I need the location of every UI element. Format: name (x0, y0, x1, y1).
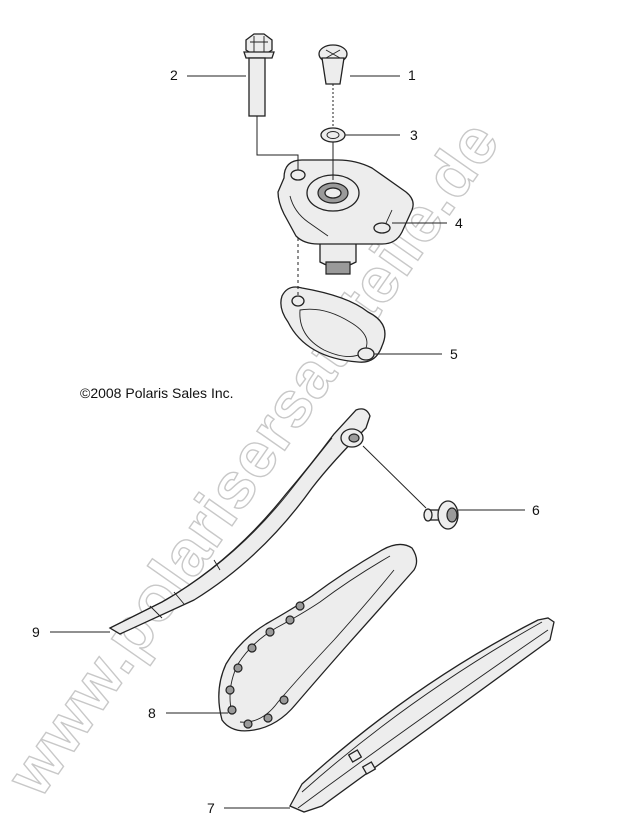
callout-9: 9 (32, 624, 40, 640)
part-timing-chain (218, 543, 418, 732)
callout-7: 7 (207, 800, 215, 816)
callout-labels: 2 1 3 4 5 6 7 8 9 (32, 67, 540, 816)
leader-lines (50, 75, 525, 809)
part-bolt (243, 33, 275, 117)
callout-4: 4 (455, 215, 463, 231)
part-pivot-bolt (423, 500, 459, 530)
callout-6: 6 (532, 502, 540, 518)
part-guide-rail (289, 617, 555, 813)
part-washer (320, 127, 346, 143)
callout-1: 1 (408, 67, 416, 83)
part-screw (318, 44, 348, 85)
callout-3: 3 (410, 127, 418, 143)
part-tensioner-blade (108, 408, 371, 635)
callout-2: 2 (170, 67, 178, 83)
callout-5: 5 (450, 346, 458, 362)
copyright-notice: ©2008 Polaris Sales Inc. (80, 385, 234, 401)
callout-8: 8 (148, 705, 156, 721)
part-tensioner (277, 159, 414, 275)
